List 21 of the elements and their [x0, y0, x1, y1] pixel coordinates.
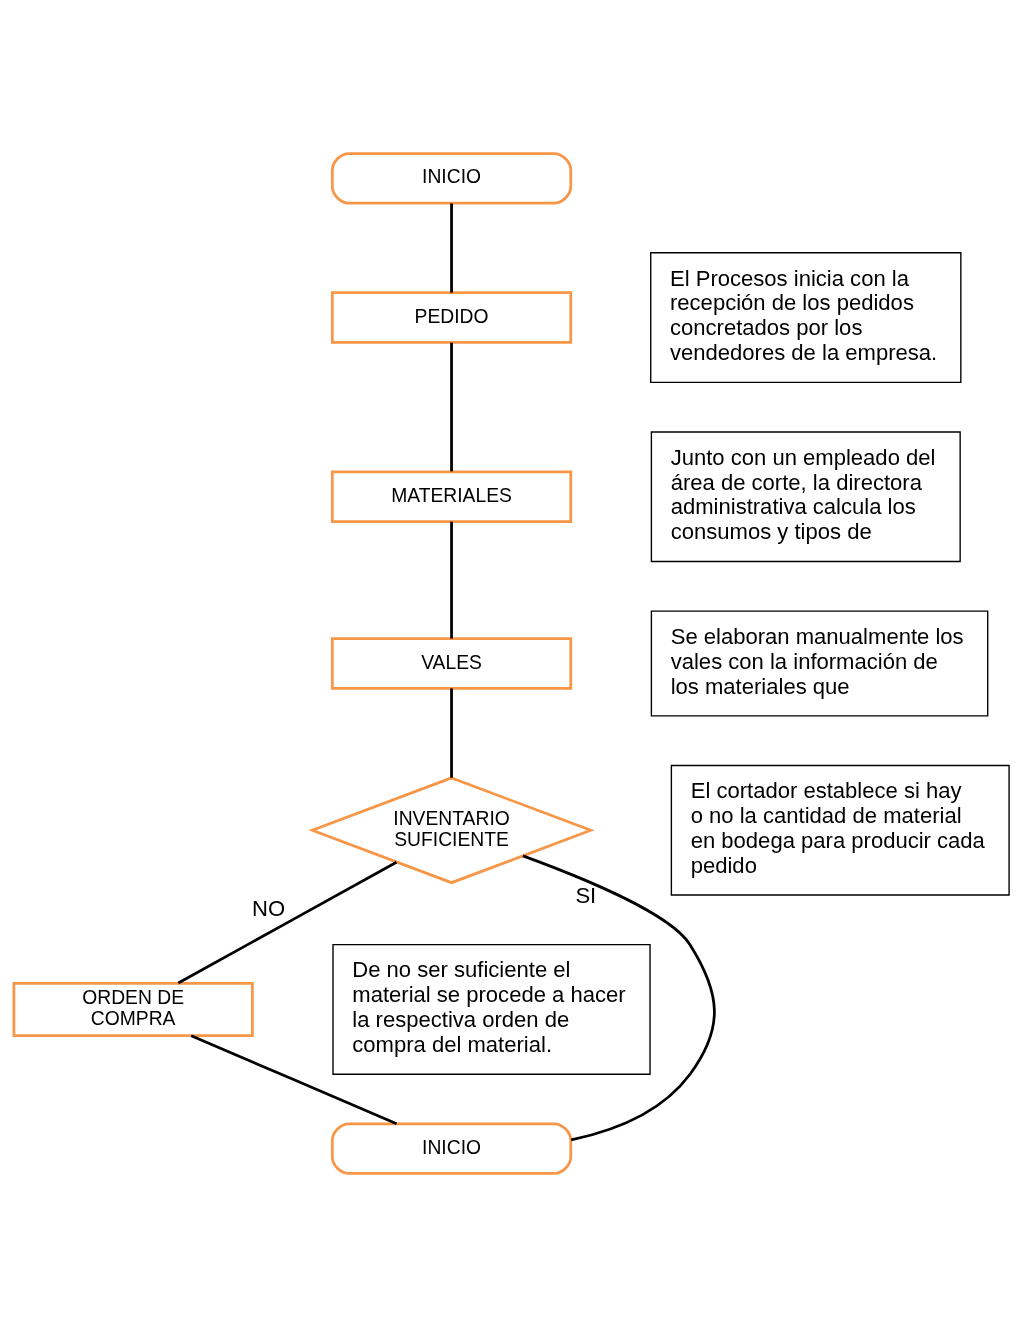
edge-label: NO [251, 896, 286, 922]
node-box: Junto con un empleado del área de corte, la directora administrativa calcula los consumos y tipos de [650, 431, 961, 563]
connector [450, 521, 453, 639]
connector [450, 688, 453, 778]
connector [450, 342, 453, 472]
node-box: PEDIDO [330, 291, 573, 344]
node-box: Se elaboran manualmente los vales con la información de los materiales que [650, 610, 989, 717]
node-box: El Procesos inicia con la recepción de los pedidos concretados por los vendedores de la empresa. [650, 252, 962, 383]
edge-label: SI [575, 883, 597, 909]
connector [177, 861, 398, 985]
connector [522, 854, 716, 1142]
node-box: De no ser suficiente el material se procede a hacer la respectiva orden de compra del material. [332, 944, 651, 1075]
node-box: El cortador establece si hay o no la cantidad de material en bodega para producir cada pedido [670, 764, 1010, 896]
node-box: ORDEN DE COMPRA [12, 981, 254, 1038]
node-box: VALES [330, 637, 573, 690]
connector [190, 1034, 398, 1125]
node-box: INICIO [330, 152, 573, 205]
node-diamond: INVENTARIO SUFICIENTE [308, 776, 595, 885]
connector [450, 203, 453, 293]
node-box: MATERIALES [330, 470, 573, 523]
node-box: INICIO [330, 1122, 573, 1175]
